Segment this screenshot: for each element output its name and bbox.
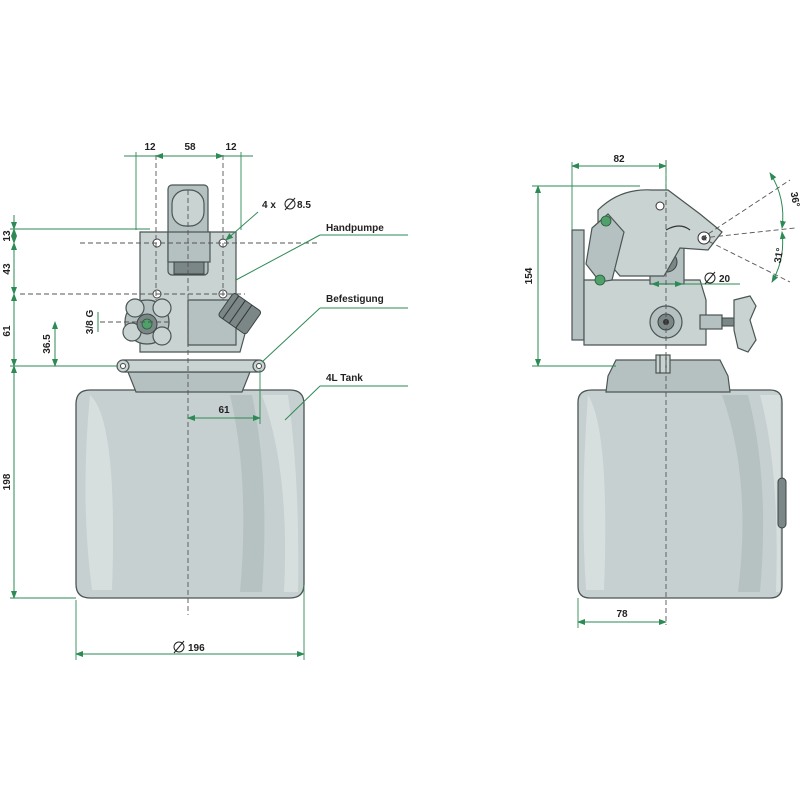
- dim-82: 82: [613, 154, 625, 165]
- dim-154: 154: [524, 267, 535, 284]
- mounting-ring-front: [116, 359, 266, 373]
- label-mount: Befestigung: [326, 294, 384, 305]
- dim-20: 20: [719, 274, 731, 285]
- dim-12-right: 12: [225, 142, 237, 153]
- holes-count: 4 x: [262, 200, 276, 211]
- dim-58: 58: [184, 142, 196, 153]
- dim-36-5: 36.5: [42, 334, 53, 354]
- hole-diameter: 8.5: [297, 200, 311, 211]
- tank-front: [75, 371, 305, 599]
- dim-196: 196: [188, 643, 205, 654]
- angle-31: 31°: [773, 247, 786, 264]
- front-view: 12 58 12 4 x 8.5 Handpumpe Befestigung 4…: [2, 142, 408, 660]
- dim-61-left: 61: [2, 325, 13, 337]
- dim-78: 78: [616, 609, 628, 620]
- angle-36: 36°: [788, 191, 800, 208]
- dim-12-left: 12: [144, 142, 156, 153]
- thread-size: 3/8 G: [85, 310, 96, 335]
- pump-block-front: [122, 184, 262, 353]
- side-view: 82 154 36° 31° 20 78: [524, 154, 800, 628]
- dim-198: 198: [2, 473, 13, 490]
- tank-side: [577, 354, 787, 599]
- label-handpump: Handpumpe: [326, 223, 384, 234]
- dim-13: 13: [2, 230, 13, 242]
- valve-handle-front: [122, 298, 172, 346]
- dim-61-bottom: 61: [218, 405, 230, 416]
- dim-43: 43: [2, 263, 13, 275]
- pump-block-side: [571, 189, 757, 353]
- label-tank: 4L Tank: [326, 373, 363, 384]
